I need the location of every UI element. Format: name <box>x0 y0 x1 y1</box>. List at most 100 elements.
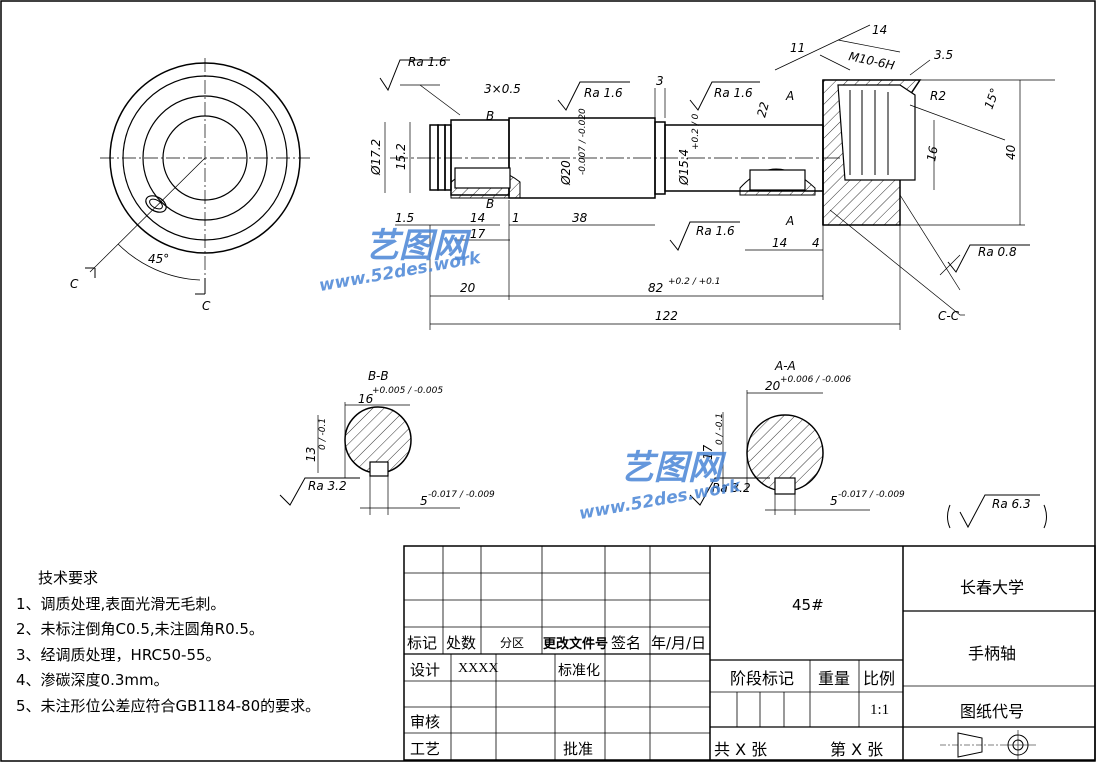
dim-3-5: 3.5 <box>934 48 953 62</box>
review-label: 审核 <box>410 713 441 731</box>
dia-20-tol: -0.007 / -0.020 <box>578 108 588 175</box>
weight-label: 重量 <box>818 669 851 688</box>
tech-title: 技术要求 <box>38 569 99 587</box>
design-label: 设计 <box>410 661 441 679</box>
approve-label: 批准 <box>563 740 594 758</box>
dim-82-tol: +0.2 / +0.1 <box>668 277 720 287</box>
dim-15-2: 15.2 <box>394 143 408 170</box>
bb-width-tol: +0.005 / -0.005 <box>372 386 443 396</box>
bb-title: B-B <box>368 369 389 383</box>
projection-symbol-icon <box>940 730 1036 760</box>
angle-15: 15° <box>982 86 1002 111</box>
ra-label-3: Ra 1.6 <box>714 86 753 100</box>
tech-item-1: 1、调质处理,表面光滑无毛刺。 <box>16 594 226 613</box>
end-view <box>85 58 310 295</box>
aa-key-width: 5 <box>830 494 838 508</box>
radius-r2: R2 <box>930 89 946 103</box>
dia-15-4-tol: +0.2 / 0 <box>691 113 701 150</box>
general-roughness: Ra 6.3 <box>992 497 1031 511</box>
section-b-bottom: B <box>486 197 494 211</box>
mark-label: 标记 <box>407 634 438 652</box>
ra-label-4: Ra 1.6 <box>696 224 735 238</box>
aa-width: 20 <box>765 379 781 393</box>
dim-14-top: 14 <box>872 23 887 37</box>
angle-45-label: 45° <box>148 252 169 266</box>
standardize-label: 标准化 <box>558 663 600 679</box>
watermark-logo-1: 艺图网 <box>365 218 467 267</box>
signature-label: 签名 <box>611 634 642 652</box>
dim-82: 82 <box>648 281 663 295</box>
scale-value: 1:1 <box>870 702 890 718</box>
chamfer-label: 3×0.5 <box>484 82 521 96</box>
dim-14-mid: 14 <box>470 211 485 225</box>
section-aa <box>722 390 870 515</box>
school-name: 长春大学 <box>960 578 1025 597</box>
aa-height: 17 <box>701 444 715 460</box>
dim-122: 122 <box>655 309 678 323</box>
aa-title: A-A <box>774 359 796 373</box>
bb-height-tol: 0 / -0.1 <box>318 418 328 450</box>
tech-item-3: 3、经调质处理，HRC50-55。 <box>16 645 221 664</box>
dim-17: 17 <box>470 227 486 241</box>
bb-width: 16 <box>358 392 374 406</box>
bb-key-tol: -0.017 / -0.009 <box>428 490 495 500</box>
ra-label-1: Ra 1.6 <box>408 55 447 69</box>
ra-label-2: Ra 1.6 <box>584 86 623 100</box>
watermark-name-1: 艺图网 <box>365 226 467 266</box>
dim-11: 11 <box>790 41 805 55</box>
section-a-top: A <box>785 89 794 103</box>
tech-item-2: 2、未标注倒角C0.5,未注圆角R0.5。 <box>16 620 264 638</box>
aa-roughness: Ra 3.2 <box>712 481 751 495</box>
section-cc-label: C-C <box>938 309 960 323</box>
watermark-logo-2: 艺图网 <box>620 440 722 489</box>
shaft-main-view <box>390 79 922 226</box>
process-label: 工艺 <box>410 740 441 758</box>
material-value: 45# <box>792 596 824 614</box>
part-name: 手柄轴 <box>968 644 1017 663</box>
thread-label: M10-6H <box>847 49 896 72</box>
section-bb <box>317 402 460 515</box>
dim-16: 16 <box>924 145 941 163</box>
dim-38: 38 <box>572 211 588 225</box>
count-label: 处数 <box>446 634 477 652</box>
tech-item-5: 5、未注形位公差应符合GB1184-80的要求。 <box>16 696 321 715</box>
section-c-label-1: C <box>70 277 79 291</box>
total-sheets: 共 X 张 <box>714 740 768 759</box>
aa-width-tol: +0.006 / -0.006 <box>780 375 851 385</box>
roughness-symbols <box>279 59 1047 529</box>
designer-value: XXXX <box>458 661 499 676</box>
dim-1-5: 1.5 <box>395 211 414 225</box>
watermark-name-2: 艺图网 <box>620 448 722 488</box>
technical-requirements: 技术要求 1、调质处理,表面光滑无毛刺。 2、未标注倒角C0.5,未注圆角R0.… <box>16 566 320 719</box>
aa-key-tol: -0.017 / -0.009 <box>838 490 905 500</box>
change-doc-label: 更改文件号 <box>543 637 609 652</box>
sheet-number: 第 X 张 <box>830 740 884 759</box>
ra-label-08: Ra 0.8 <box>978 245 1017 259</box>
bb-roughness: Ra 3.2 <box>308 479 347 493</box>
title-block-grid <box>403 545 1096 761</box>
aa-height-tol: 0 / -0.1 <box>715 413 725 445</box>
tech-item-4: 4、渗碳深度0.3mm。 <box>16 671 169 689</box>
zone-label: 分区 <box>500 636 525 650</box>
date-label: 年/月/日 <box>651 634 707 652</box>
bb-key-width: 5 <box>420 494 428 508</box>
section-b-top: B <box>486 109 494 123</box>
dia-15-4: Ø15.4 <box>677 149 691 186</box>
dim-14-right: 14 <box>772 236 787 250</box>
dim-3: 3 <box>656 74 664 88</box>
bb-height: 13 <box>304 447 318 462</box>
dim-40: 40 <box>1004 144 1018 160</box>
section-c-label-2: C <box>202 299 211 313</box>
dia-20: Ø20 <box>559 160 573 186</box>
dim-20: 20 <box>460 281 476 295</box>
dim-4: 4 <box>812 236 820 250</box>
stage-mark-label: 阶段标记 <box>730 669 795 688</box>
scale-label: 比例 <box>863 669 896 688</box>
section-a-bottom: A <box>785 214 794 228</box>
dia-17-2: Ø17.2 <box>369 139 383 176</box>
dim-22: 22 <box>754 100 771 118</box>
drawing-code-label: 图纸代号 <box>960 702 1025 721</box>
